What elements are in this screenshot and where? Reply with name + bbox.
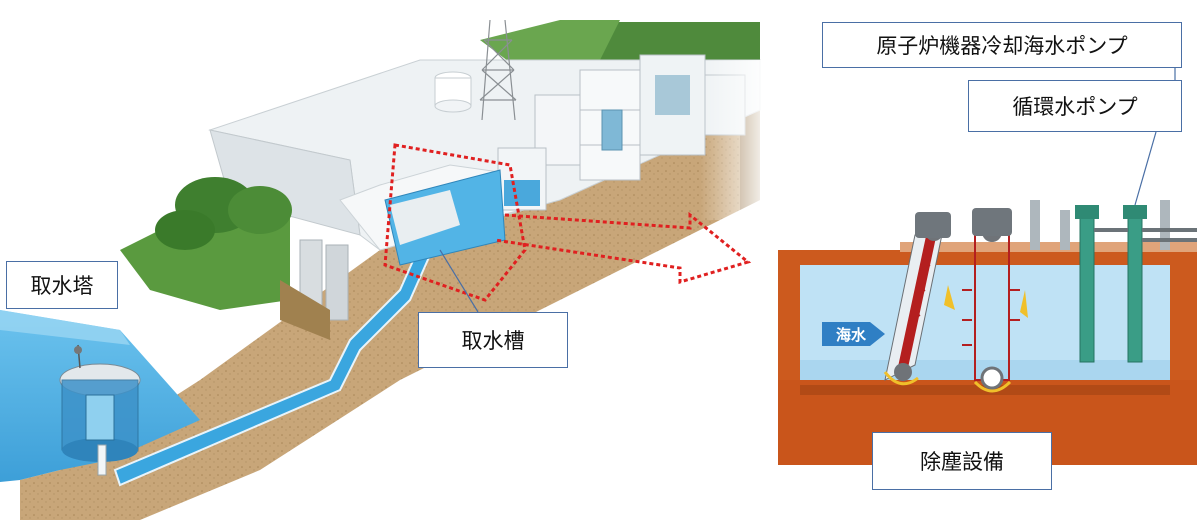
screen-detail — [778, 200, 1197, 465]
highlight-callout — [383, 143, 752, 302]
intake-tank-label: 取水槽 — [418, 312, 568, 368]
screen-chain-icon — [883, 212, 955, 386]
arrow-icon — [494, 211, 752, 285]
screen-chain-icon — [962, 208, 1028, 393]
intake-tower-label: 取水塔 — [6, 261, 118, 309]
building-icon — [497, 54, 746, 211]
rcw-seawater-pump-label: 原子炉機器冷却海水ポンプ — [822, 22, 1182, 68]
trees — [120, 177, 292, 310]
circulating-water-pump-label: 循環水ポンプ — [968, 80, 1182, 132]
screening-equipment-label: 除塵設備 — [872, 432, 1052, 490]
pump-icon — [1075, 205, 1197, 363]
plant-cutaway — [0, 19, 770, 520]
tower-icon — [479, 19, 517, 121]
intake-tower-icon — [59, 344, 141, 476]
highlight-box — [383, 143, 527, 302]
seawater-tag: 海水 — [835, 325, 866, 344]
